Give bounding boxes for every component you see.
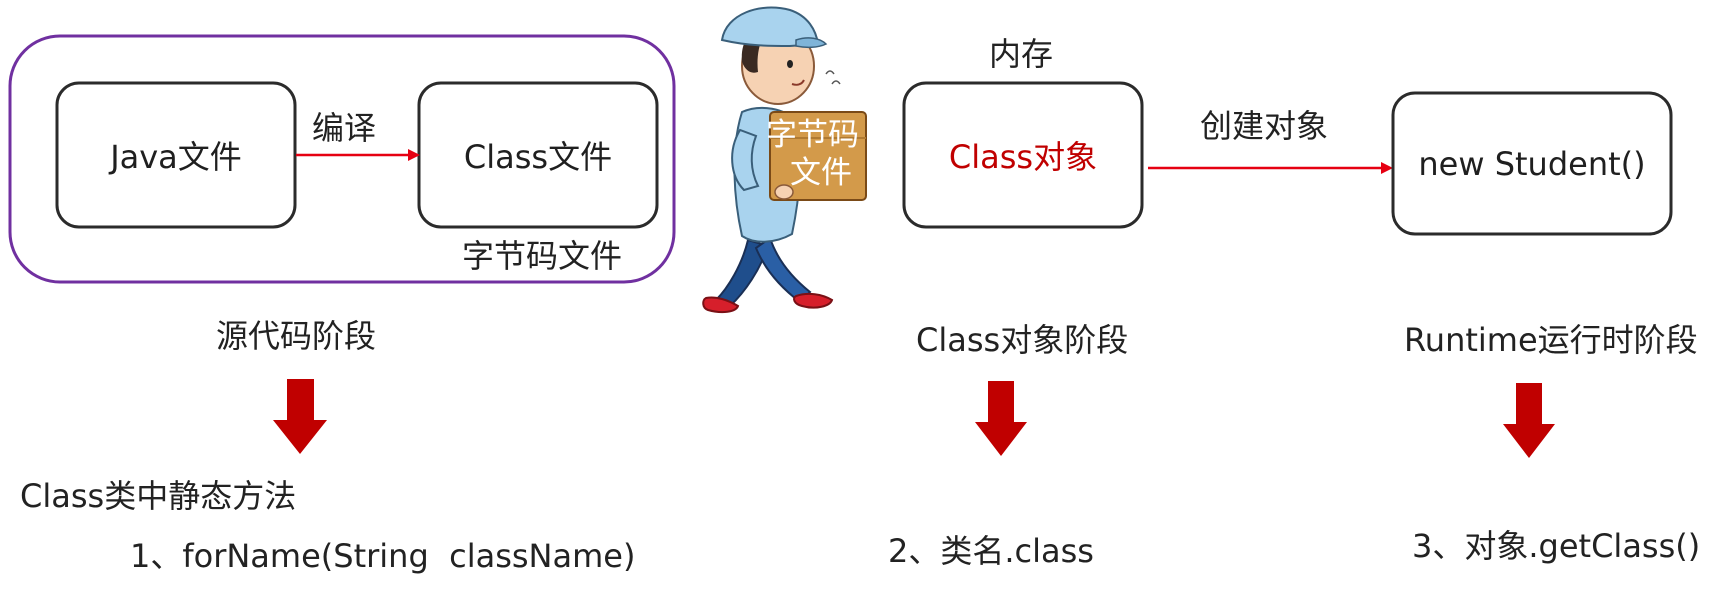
class-object-label: Class对象 [948, 138, 1098, 176]
new-student-label: new Student() [1418, 144, 1646, 183]
bytecode-file-label: 字节码文件 [462, 237, 623, 275]
java-file-label: Java文件 [110, 138, 242, 176]
forname-method: 1、forName(String className) [130, 537, 636, 575]
runtime-stage-title: Runtime运行时阶段 [1404, 321, 1698, 359]
source-stage-title: 源代码阶段 [216, 317, 377, 355]
compile-label: 编译 [312, 109, 377, 147]
create-object-label: 创建对象 [1200, 107, 1329, 145]
class-literal-method: 2、类名.class [888, 532, 1094, 570]
class-object-box [902, 81, 1144, 229]
bytecode-box-illustration [769, 111, 867, 201]
carried-box-text-line1: 字节码 [766, 117, 859, 153]
class-file-label: Class文件 [463, 138, 613, 176]
source-stage-down-arrow [273, 379, 327, 454]
static-method-heading: Class类中静态方法 [20, 477, 297, 515]
new-student-box [1391, 91, 1673, 236]
class-object-stage-title: Class对象阶段 [916, 321, 1129, 359]
compile-arrow-head [408, 149, 420, 161]
java-file-box [55, 81, 297, 229]
source-stage-frame [8, 34, 676, 284]
memory-label: 内存 [989, 35, 1054, 73]
create-object-arrow-head [1381, 162, 1393, 174]
getclass-method: 3、对象.getClass() [1412, 527, 1701, 565]
carried-box-text-line2: 文件 [790, 155, 852, 191]
runtime-stage-down-arrow [1503, 383, 1555, 458]
class-object-stage-down-arrow [975, 381, 1027, 456]
worker-carrying-box-illustration [702, 6, 867, 314]
